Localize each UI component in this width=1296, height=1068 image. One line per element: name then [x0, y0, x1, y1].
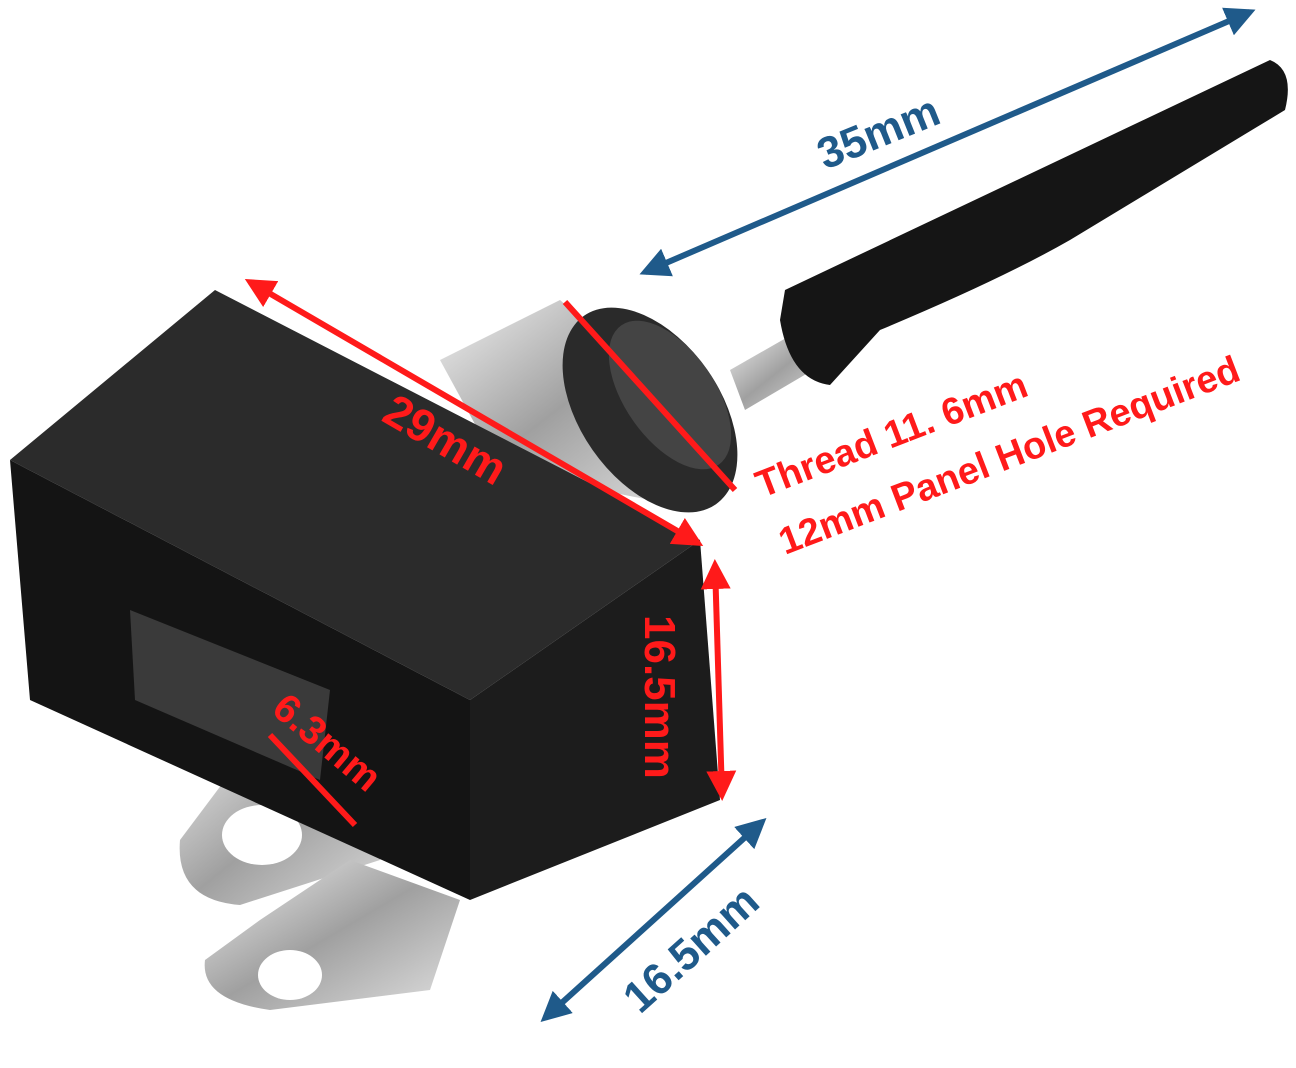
body-length-dimension-line — [244, 278, 704, 547]
body-height-label: 16.5mm — [635, 615, 684, 779]
body-width-label: 16.5mm — [614, 876, 769, 1022]
lever-length-label: 35mm — [810, 86, 946, 179]
body-height-dimension-line — [700, 559, 737, 801]
terminal-width-dimension-line — [267, 732, 358, 828]
thread-dimension-line — [562, 299, 738, 493]
lever-length-dimension-line — [639, 7, 1256, 277]
body-width-dimension-line — [540, 817, 767, 1023]
